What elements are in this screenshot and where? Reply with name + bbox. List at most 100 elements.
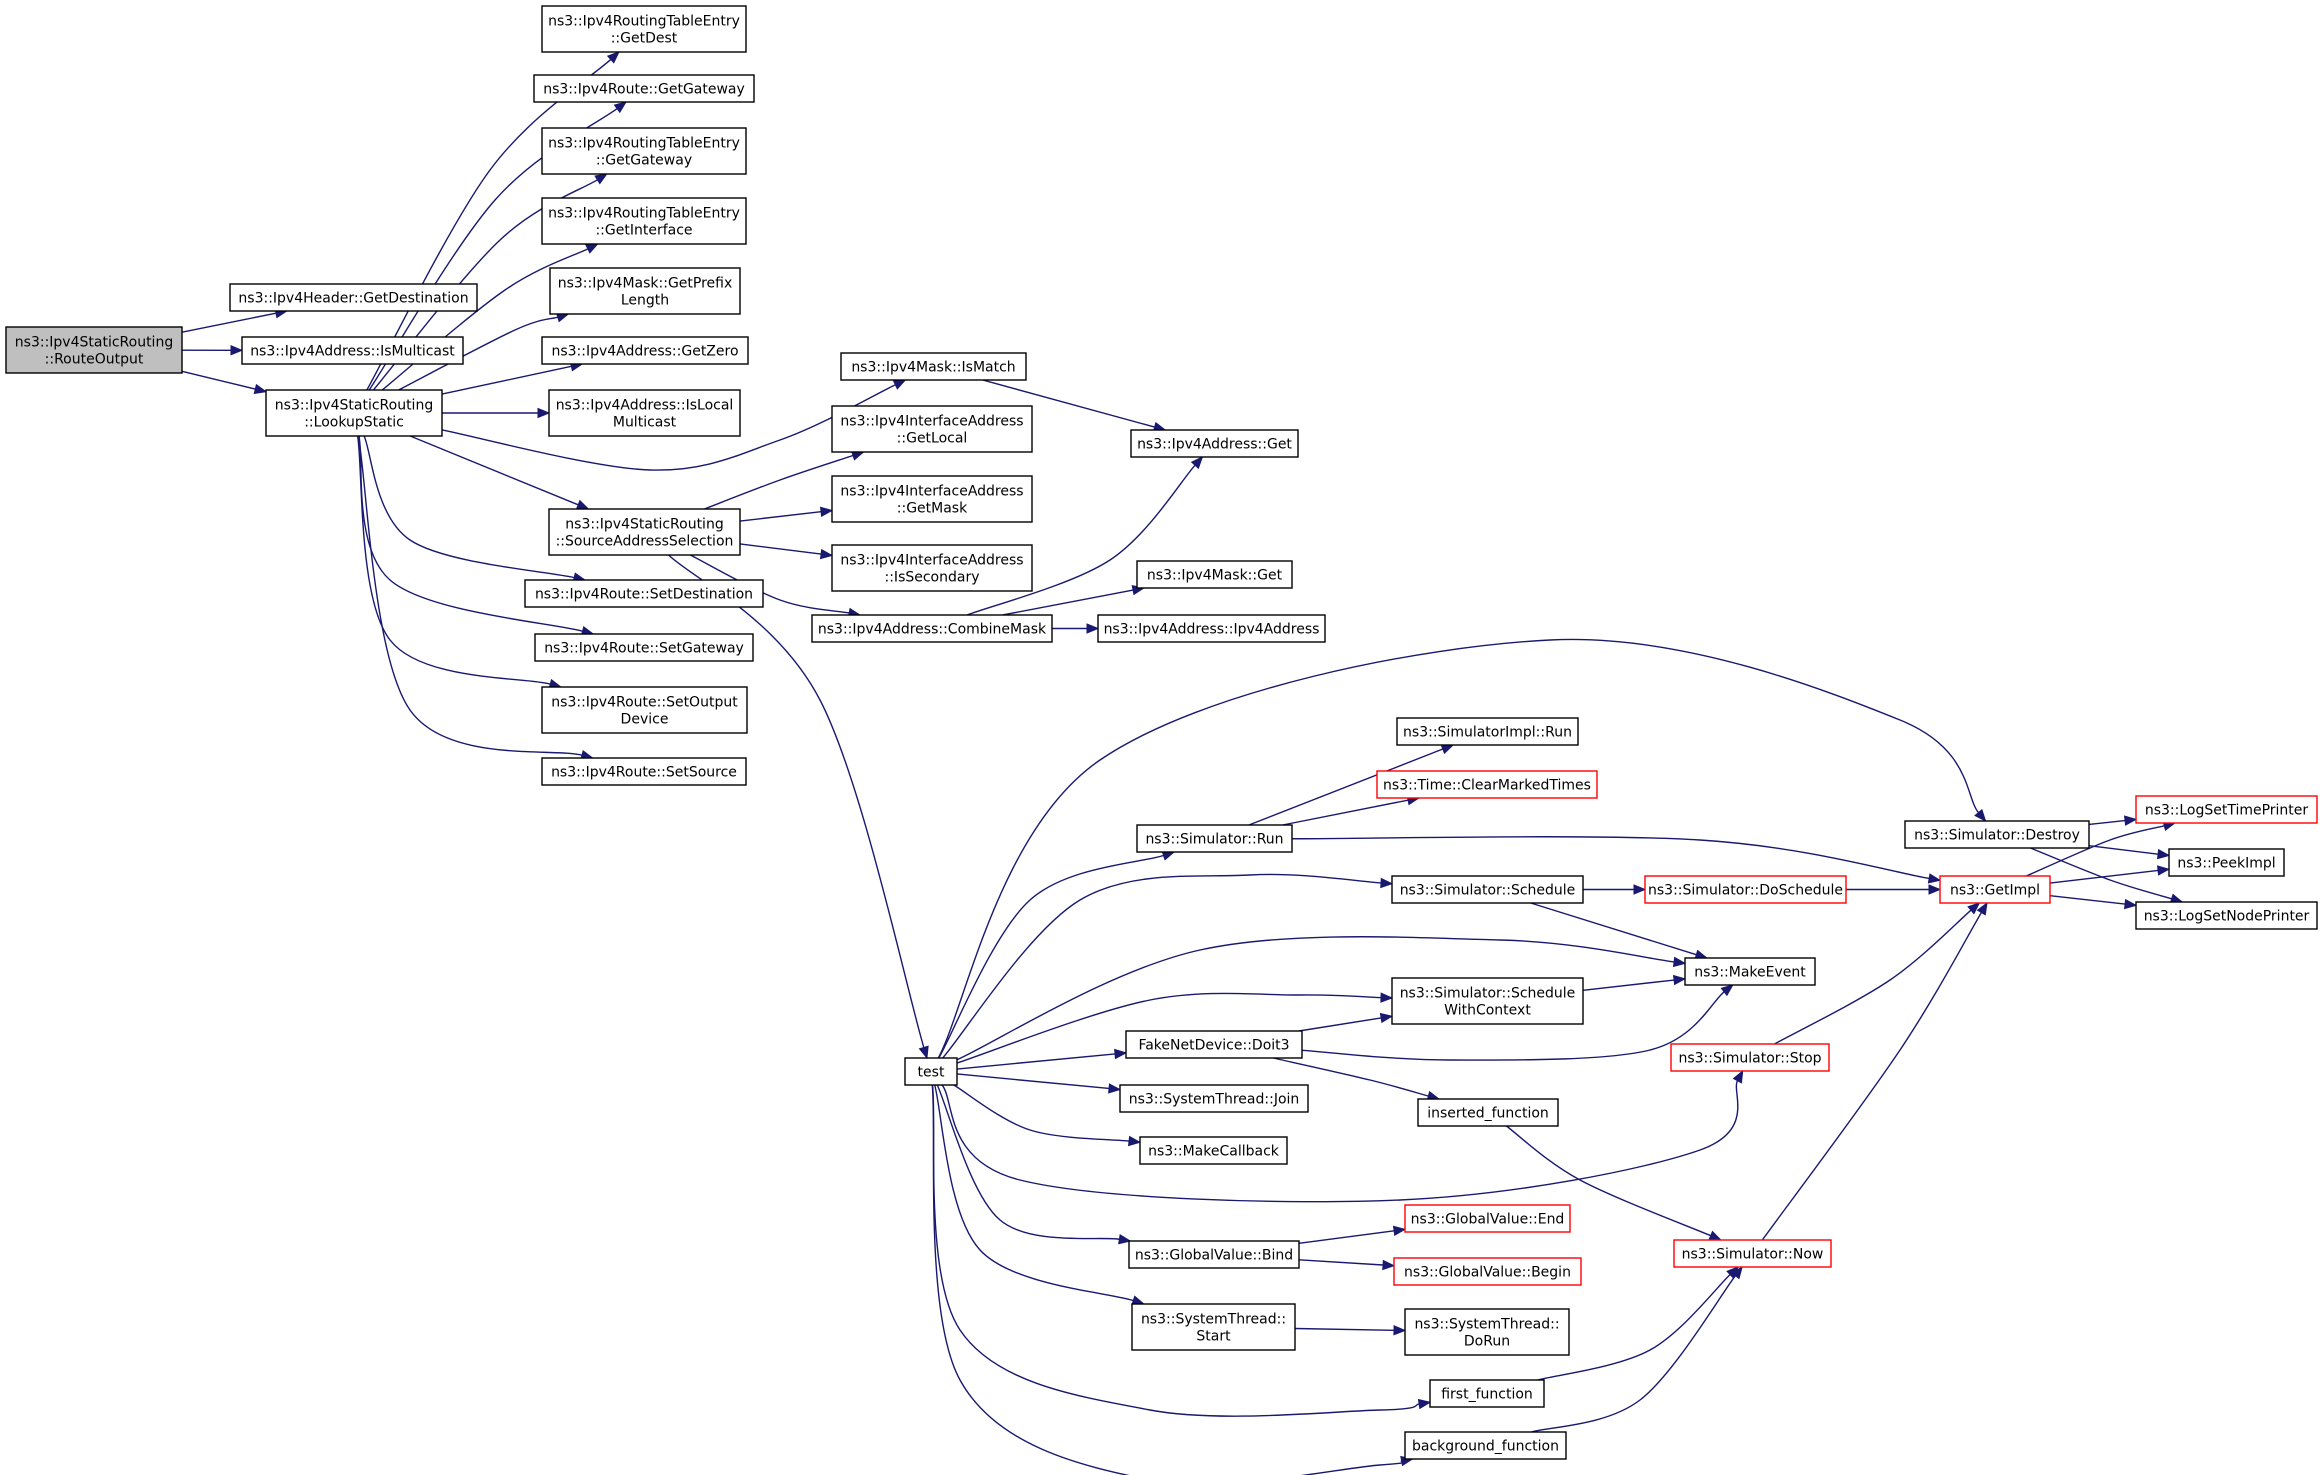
edge-line (936, 1084, 1120, 1240)
edge-test-to-sim_stop (941, 1069, 1744, 1203)
node-label: ns3::Ipv4InterfaceAddress (840, 414, 1023, 430)
node-sim-now[interactable]: ns3::Simulator::Now (1673, 1239, 1832, 1268)
node-get-destination[interactable]: ns3::Ipv4Header::GetDestination (229, 283, 478, 312)
node-box (1119, 1084, 1309, 1113)
node-sim-do-schedule[interactable]: ns3::Simulator::DoSchedule (1644, 875, 1847, 904)
node-rte-get-dest[interactable]: ns3::Ipv4RoutingTableEntry::GetDest (541, 5, 747, 53)
node-log-set-time-printer[interactable]: ns3::LogSetTimePrinter (2135, 795, 2318, 824)
node-label: ns3::Ipv4RoutingTableEntry (548, 206, 740, 222)
node-label: ns3::Ipv4Route::SetSource (551, 765, 737, 781)
edge-arrowhead (1708, 1230, 1723, 1241)
node-get-impl[interactable]: ns3::GetImpl (1939, 875, 2051, 904)
node-label: ::GetGateway (596, 153, 692, 169)
edge-line (398, 316, 558, 391)
node-sim-destroy[interactable]: ns3::Simulator::Destroy (1904, 820, 2090, 849)
node-label: ns3::SystemThread:: (1141, 1312, 1286, 1328)
edge-line (931, 1084, 1420, 1417)
edge-line (1531, 1275, 1736, 1433)
node-route-output[interactable]: ns3::Ipv4StaticRouting::RouteOutput (5, 326, 183, 374)
node-rte-get-interface[interactable]: ns3::Ipv4RoutingTableEntry::GetInterface (541, 197, 747, 245)
edge-test-to-make_event (956, 936, 1687, 1061)
node-lookup-static[interactable]: ns3::Ipv4StaticRouting::LookupStatic (265, 389, 443, 437)
node-label: ns3::Simulator::Stop (1678, 1051, 1821, 1067)
node-box (1404, 1204, 1571, 1233)
node-label: ns3::MakeEvent (1694, 965, 1806, 981)
edge-test-to-gv_bind (936, 1084, 1132, 1245)
node-test[interactable]: test (904, 1057, 958, 1086)
edge-lookup_static-to-rte_get_interface (381, 243, 599, 391)
node-log-set-node-printer[interactable]: ns3::LogSetNodePrinter (2135, 901, 2318, 930)
node-sim-run[interactable]: ns3::Simulator::Run (1136, 824, 1293, 853)
node-route-set-destination[interactable]: ns3::Ipv4Route::SetDestination (524, 579, 764, 608)
node-box (2135, 795, 2318, 824)
node-box (1130, 429, 1299, 458)
node-systhread-dorun[interactable]: ns3::SystemThread::DoRun (1404, 1308, 1570, 1356)
node-gv-bind[interactable]: ns3::GlobalValue::Bind (1128, 1240, 1300, 1269)
node-route-get-gateway[interactable]: ns3::Ipv4Route::GetGateway (533, 74, 755, 103)
node-addr-combine-mask[interactable]: ns3::Ipv4Address::CombineMask (811, 614, 1053, 643)
node-source-address-selection[interactable]: ns3::Ipv4StaticRouting::SourceAddressSel… (548, 508, 741, 556)
edge-line (1298, 1259, 1384, 1266)
edge-line (982, 379, 1155, 428)
node-first-function[interactable]: first_function (1429, 1379, 1545, 1408)
edge-arrowhead (1417, 1398, 1432, 1410)
edge-arrowhead (1108, 1083, 1122, 1094)
node-box (541, 757, 747, 786)
edge-addr_combine_mask-to-addr_ctor (1052, 623, 1100, 634)
edge-arrowhead (1633, 884, 1647, 895)
edge-arrowhead (230, 345, 244, 356)
node-route-set-source[interactable]: ns3::Ipv4Route::SetSource (541, 757, 747, 786)
node-label: ns3::Ipv4Address::IsMulticast (250, 344, 455, 360)
node-label: ns3::Ipv4Address::GetZero (551, 344, 738, 360)
node-box (1429, 1379, 1545, 1408)
edge-test-to-first_function (931, 1084, 1432, 1417)
edge-line (1301, 991, 1725, 1061)
node-is-multicast[interactable]: ns3::Ipv4Address::IsMulticast (241, 336, 464, 365)
edge-arrowhead (575, 499, 590, 510)
node-fake-doit3[interactable]: FakeNetDevice::Doit3 (1125, 1030, 1303, 1059)
node-systhread-start[interactable]: ns3::SystemThread::Start (1131, 1303, 1296, 1351)
node-time-clear-marked[interactable]: ns3::Time::ClearMarkedTimes (1376, 770, 1598, 799)
edge-arrowhead (1730, 1265, 1743, 1280)
node-label: ns3::Ipv4Mask::GetPrefix (558, 276, 733, 292)
node-inserted-function[interactable]: inserted_function (1417, 1098, 1559, 1127)
node-ifaddr-get-mask[interactable]: ns3::Ipv4InterfaceAddress::GetMask (831, 475, 1033, 523)
node-simimpl-run[interactable]: ns3::SimulatorImpl::Run (1396, 717, 1579, 746)
edge-systhread_start-to-systhread_dorun (1294, 1325, 1407, 1336)
node-gv-end[interactable]: ns3::GlobalValue::End (1404, 1204, 1571, 1233)
node-route-set-gateway[interactable]: ns3::Ipv4Route::SetGateway (534, 633, 754, 662)
edge-arrowhead (1114, 1048, 1128, 1060)
edge-arrowhead (594, 173, 608, 185)
node-systhread-join[interactable]: ns3::SystemThread::Join (1119, 1084, 1309, 1113)
node-label: ns3::SimulatorImpl::Run (1403, 725, 1572, 741)
node-rte-get-gateway[interactable]: ns3::Ipv4RoutingTableEntry::GetGateway (541, 127, 747, 175)
node-label: ns3::GlobalValue::End (1411, 1212, 1565, 1228)
node-addr-get[interactable]: ns3::Ipv4Address::Get (1130, 429, 1299, 458)
node-label: WithContext (1444, 1003, 1531, 1019)
node-mask-get[interactable]: ns3::Ipv4Mask::Get (1136, 560, 1293, 589)
node-make-event[interactable]: ns3::MakeEvent (1684, 957, 1816, 986)
node-box (811, 614, 1053, 643)
node-ifaddr-get-local[interactable]: ns3::Ipv4InterfaceAddress::GetLocal (831, 405, 1033, 453)
node-make-callback[interactable]: ns3::MakeCallback (1139, 1136, 1288, 1165)
node-peek-impl[interactable]: ns3::PeekImpl (2168, 848, 2285, 877)
node-label: ns3::Ipv4InterfaceAddress (840, 553, 1023, 569)
node-ifaddr-is-secondary[interactable]: ns3::Ipv4InterfaceAddress::IsSecondary (831, 544, 1033, 592)
edge-line (934, 1084, 1134, 1302)
node-label: ns3::Ipv4RoutingTableEntry (548, 136, 740, 152)
edge-line (1774, 909, 1972, 1045)
node-label: ns3::Ipv4Route::GetGateway (543, 82, 745, 98)
node-label: ns3::GetImpl (1950, 883, 2040, 899)
node-mask-is-match[interactable]: ns3::Ipv4Mask::IsMatch (840, 352, 1027, 381)
node-sim-stop[interactable]: ns3::Simulator::Stop (1670, 1043, 1830, 1072)
node-addr-get-zero[interactable]: ns3::Ipv4Address::GetZero (541, 336, 749, 365)
node-gv-begin[interactable]: ns3::GlobalValue::Begin (1393, 1257, 1582, 1286)
node-background-function[interactable]: background_function (1404, 1431, 1567, 1460)
node-sim-schedule[interactable]: ns3::Simulator::Schedule (1391, 875, 1584, 904)
edge-arrowhead (253, 383, 268, 395)
node-addr-ctor[interactable]: ns3::Ipv4Address::Ipv4Address (1097, 614, 1326, 643)
